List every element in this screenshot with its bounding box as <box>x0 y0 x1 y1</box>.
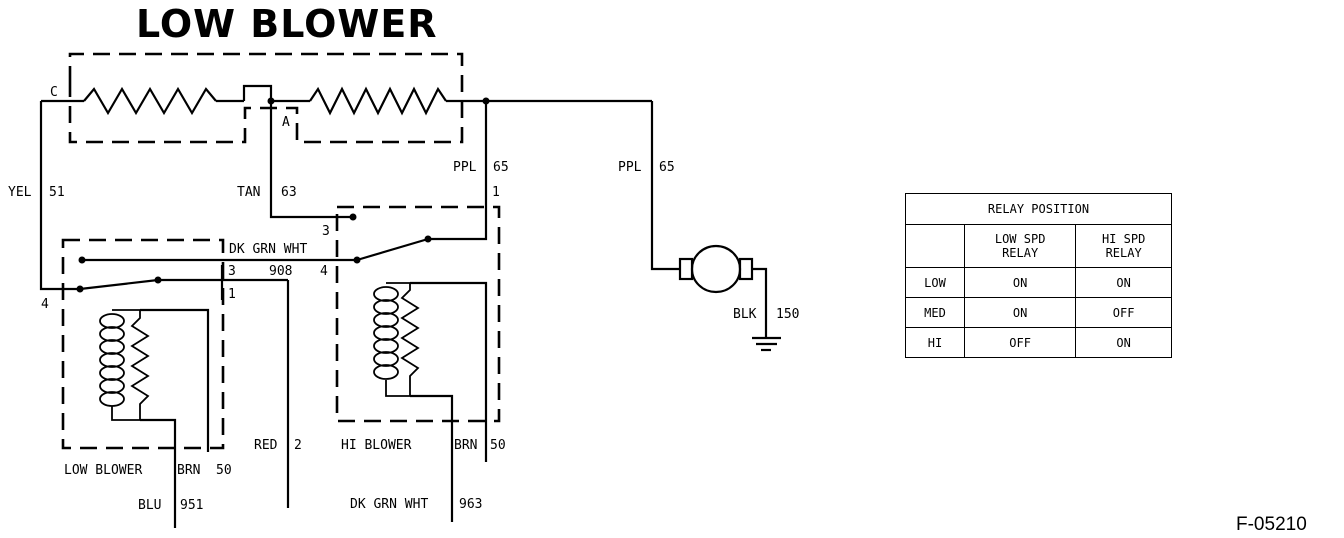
terminal-1-low-label: 1 <box>228 287 236 302</box>
row-hi: OFF <box>1075 297 1172 328</box>
resistor-2-zigzag <box>309 86 447 116</box>
row-hi: ON <box>1075 327 1172 358</box>
table-row: MED ON OFF <box>905 297 1172 328</box>
relay-table-col-low: LOW SPD RELAY <box>963 224 1077 268</box>
hi-relay-pivot <box>424 235 432 243</box>
hi-blower-relay-outline <box>335 205 501 423</box>
label-blk: BLK <box>733 307 757 322</box>
ground-icon <box>752 336 781 352</box>
label-blk-num: 150 <box>776 307 799 322</box>
wire-ppl-65-left <box>428 101 488 241</box>
resistor-assembly-outline <box>68 52 464 144</box>
motor-icon <box>690 244 742 294</box>
row-speed: MED <box>905 297 965 328</box>
relay-table-corner <box>905 224 965 268</box>
label-low-blower: LOW BLOWER <box>64 463 142 478</box>
relay-table-title: RELAY POSITION <box>905 193 1172 225</box>
row-hi: ON <box>1075 267 1172 298</box>
low-relay-contact-nc <box>78 256 86 264</box>
label-blu: BLU <box>138 498 161 513</box>
wire-tan-63 <box>269 101 353 219</box>
low-relay-coil-icon <box>99 309 150 421</box>
label-ppl-left: PPL <box>453 160 477 175</box>
terminal-a-label: A <box>282 115 290 130</box>
relay-position-table: RELAY POSITION LOW SPD RELAY HI SPD RELA… <box>905 193 1172 358</box>
hi-relay-contact-3 <box>349 213 357 221</box>
figure-id: F-05210 <box>1236 514 1307 535</box>
label-blu-num: 951 <box>180 498 203 513</box>
relay-table-col-hi: HI SPD RELAY <box>1075 224 1172 268</box>
terminal-4-hi-label: 4 <box>320 264 328 279</box>
col-hi-line1: HI SPD <box>1101 232 1146 246</box>
col-hi-line2: RELAY <box>1105 246 1142 260</box>
table-row: HI OFF ON <box>905 327 1172 358</box>
label-ppl-left-num: 65 <box>493 160 509 175</box>
low-blower-relay-outline <box>61 238 225 450</box>
motor-brush-left <box>678 257 694 281</box>
label-yel-num: 51 <box>49 185 65 200</box>
label-dk-grn-wht-bottom: DK GRN WHT <box>350 497 428 512</box>
label-ppl-right-num: 65 <box>659 160 675 175</box>
label-hi-blower: HI BLOWER <box>341 438 412 453</box>
label-red: RED <box>254 438 278 453</box>
label-tan-num: 63 <box>281 185 297 200</box>
wire-blu-951 <box>140 418 177 528</box>
terminal-4-low-label: 4 <box>41 297 49 312</box>
label-908: 908 <box>269 264 292 279</box>
hi-relay-switch-arm <box>356 237 429 262</box>
wire-blk-150 <box>752 267 768 338</box>
terminal-3-hi-label: 3 <box>322 224 330 239</box>
diagram-title: LOW BLOWER <box>136 2 438 46</box>
label-dk-grn-wht-top: DK GRN WHT <box>229 242 307 257</box>
col-low-line2: RELAY <box>1002 246 1039 260</box>
wire-yel-51 <box>39 101 80 291</box>
label-dk-grn-wht-bottom-num: 963 <box>459 497 482 512</box>
label-yel: YEL <box>8 185 32 200</box>
row-low: ON <box>963 297 1077 328</box>
terminal-1-top-label: 1 <box>492 185 500 200</box>
label-brn-left-num: 50 <box>216 463 232 478</box>
row-low: OFF <box>963 327 1077 358</box>
terminal-c-label: C <box>50 85 58 100</box>
wire-brn-50-right <box>410 281 488 462</box>
row-speed: LOW <box>905 267 965 298</box>
table-row: LOW ON ON <box>905 267 1172 298</box>
label-tan: TAN <box>237 185 260 200</box>
wire-resistor-bridge <box>242 84 273 101</box>
row-speed: HI <box>905 327 965 358</box>
terminal-3-low-label: 3 <box>228 264 236 279</box>
label-brn-right: BRN <box>454 438 477 453</box>
motor-brush-right <box>738 257 754 281</box>
hi-relay-coil-icon <box>373 282 420 397</box>
label-brn-right-num: 50 <box>490 438 506 453</box>
low-relay-switch-arm <box>79 278 159 291</box>
col-low-line1: LOW SPD <box>994 232 1046 246</box>
resistor-1-zigzag <box>83 86 217 116</box>
label-ppl-right: PPL <box>618 160 642 175</box>
label-brn-left: BRN <box>177 463 200 478</box>
wire-ppl-65-right <box>650 101 680 271</box>
row-low: ON <box>963 267 1077 298</box>
label-red-num: 2 <box>294 438 302 453</box>
wire-brn-50-left <box>140 308 210 452</box>
wire-dk-grn-wht-963 <box>410 394 454 522</box>
